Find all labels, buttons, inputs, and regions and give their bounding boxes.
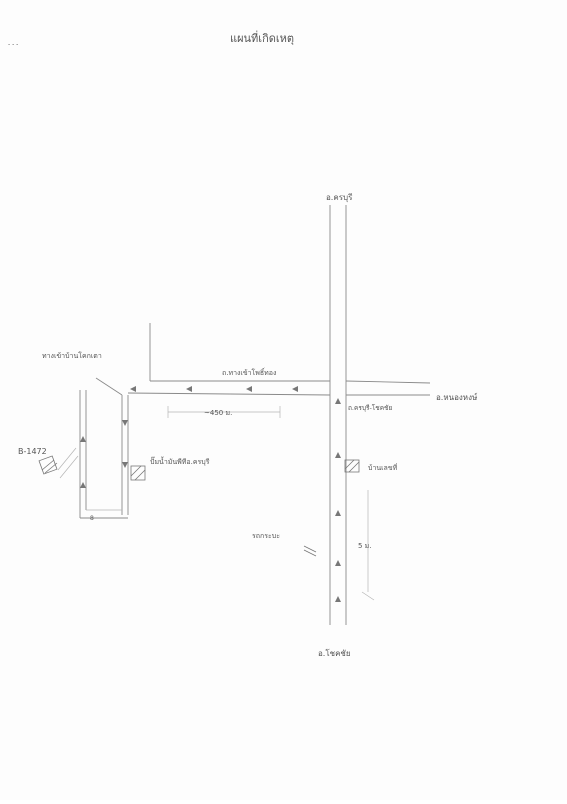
branch-diagonal [95, 377, 123, 396]
arrow-north [335, 452, 341, 458]
vehicle-right-symbol [303, 545, 317, 557]
arrow-west [246, 386, 252, 392]
label-house: บ้านเลขที่ [368, 463, 398, 472]
house-symbol [344, 459, 360, 473]
east-road-north-edge [345, 380, 431, 384]
arrow-branch-south [122, 420, 128, 426]
corner-note: - - - [8, 41, 18, 48]
label-station-left: ปั๊มน้ำมันพีทีอ.ครบุรี [150, 455, 210, 466]
arrow-branch-north [80, 436, 86, 442]
leader-line [57, 447, 77, 471]
arrow-north [335, 596, 341, 602]
label-main-road: ถ.ครบุรี-โชคชัย [348, 404, 392, 412]
arrow-north [335, 560, 341, 566]
side-road-south-edge [127, 392, 331, 396]
arrow-west [130, 386, 136, 392]
label-branch: ทางเข้าบ้านโคกเตา [42, 351, 102, 360]
dimension-label-horizontal: ~450 ม. [204, 409, 232, 417]
vehicle-left-symbol [38, 455, 58, 475]
dimension-label-vertical: 5 ม. [358, 542, 372, 550]
arrow-north [335, 398, 341, 404]
label-vehicle-right: รถกระบะ [252, 532, 280, 540]
label-east: อ.หนองหงษ์ [436, 392, 477, 402]
dimension-tick [361, 591, 375, 601]
label-south: อ.โชคชัย [318, 648, 351, 658]
label-side-road: ถ.ทางเข้าโพธิ์ทอง [222, 367, 276, 377]
label-vehicle-left: B-1472 [18, 447, 47, 456]
arrow-west [292, 386, 298, 392]
arrow-branch-north [80, 482, 86, 488]
arrow-branch-south [122, 462, 128, 468]
dimension-label-small: 8 [90, 515, 94, 522]
arrow-west [186, 386, 192, 392]
sheet-title: แผนที่เกิดเหตุ [230, 30, 294, 45]
leader-line [59, 455, 79, 479]
label-north: อ.ครบุรี [326, 193, 353, 202]
station-left-symbol [130, 465, 146, 481]
arrow-north [335, 510, 341, 516]
